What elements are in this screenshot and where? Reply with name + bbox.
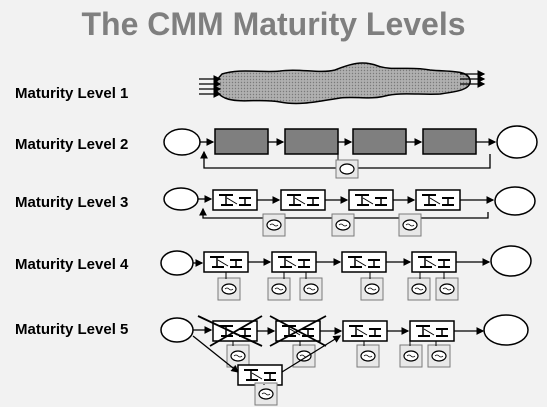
slide-title: The CMM Maturity Levels xyxy=(81,6,466,42)
level-2-flow xyxy=(163,125,538,179)
level-5-flow xyxy=(160,314,529,406)
level-5-label: Maturity Level 5 xyxy=(15,321,129,338)
level-2-label: Maturity Level 2 xyxy=(15,136,129,153)
level-1-cloud xyxy=(199,62,486,105)
level-3-label: Maturity Level 3 xyxy=(15,194,129,211)
level-3-flow xyxy=(163,186,536,237)
level-4-label: Maturity Level 4 xyxy=(15,256,129,273)
level-1-label: Maturity Level 1 xyxy=(15,85,129,102)
level-4-flow xyxy=(160,245,532,301)
